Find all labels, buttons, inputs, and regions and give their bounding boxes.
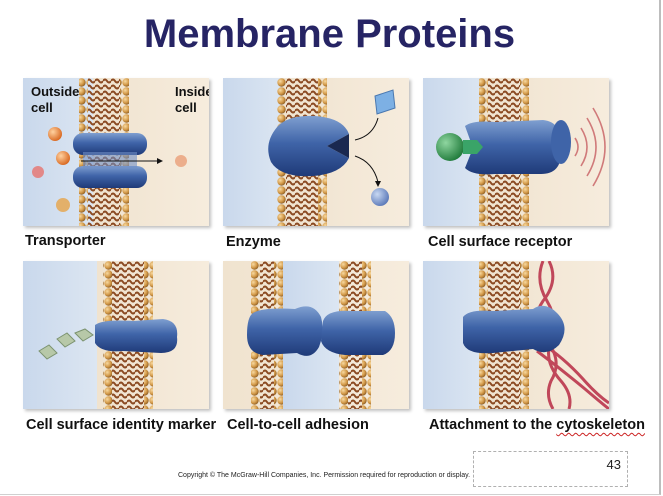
cytoskeleton-caption-prefix: Attachment to the <box>429 417 557 433</box>
signal-waves <box>574 107 606 187</box>
product-sphere <box>371 188 389 206</box>
cytoskeleton-caption: Attachment to the cytoskeleton <box>429 417 645 433</box>
molecule <box>56 198 70 212</box>
carbohydrate-chain <box>38 328 94 360</box>
molecule <box>32 166 44 178</box>
receptor-caption: Cell surface receptor <box>428 234 573 250</box>
slide-title: Membrane Proteins <box>143 12 516 56</box>
reaction-arrow <box>354 117 379 141</box>
signal-molecule <box>436 133 464 161</box>
adhesion-protein-right <box>321 310 395 355</box>
adhesion-caption: Cell-to-cell adhesion <box>227 417 369 433</box>
receptor-protein <box>465 120 562 175</box>
outside-cell-label: Outside cell <box>31 84 80 115</box>
slide-number-box: 43 <box>473 451 628 487</box>
reaction-arrow <box>354 155 379 183</box>
cytoskeleton-panel <box>423 261 609 409</box>
anchor-protein <box>463 305 565 354</box>
adhesion-protein-left <box>247 306 323 356</box>
substrate-cube <box>374 89 396 115</box>
copyright-notice: Copyright © The McGraw-Hill Companies, I… <box>178 472 471 479</box>
adhesion-panel <box>223 261 409 409</box>
enzyme-panel <box>223 78 409 226</box>
enzyme-caption: Enzyme <box>226 234 281 250</box>
identity-protein <box>95 319 178 353</box>
molecule <box>56 151 70 165</box>
molecule <box>175 155 187 167</box>
inside-cell-label: Inside cell <box>175 84 209 115</box>
molecule <box>48 127 62 141</box>
transporter-caption: Transporter <box>25 233 106 249</box>
receptor-panel <box>423 78 609 226</box>
transporter-panel: Outside cell Inside cell <box>23 78 209 226</box>
identity-panel <box>23 261 209 409</box>
identity-caption: Cell surface identity marker <box>26 417 217 433</box>
cytoskeleton-caption-word: cytoskeleton <box>556 417 645 433</box>
slide-number: 43 <box>606 457 621 472</box>
enzyme-protein <box>268 115 349 177</box>
